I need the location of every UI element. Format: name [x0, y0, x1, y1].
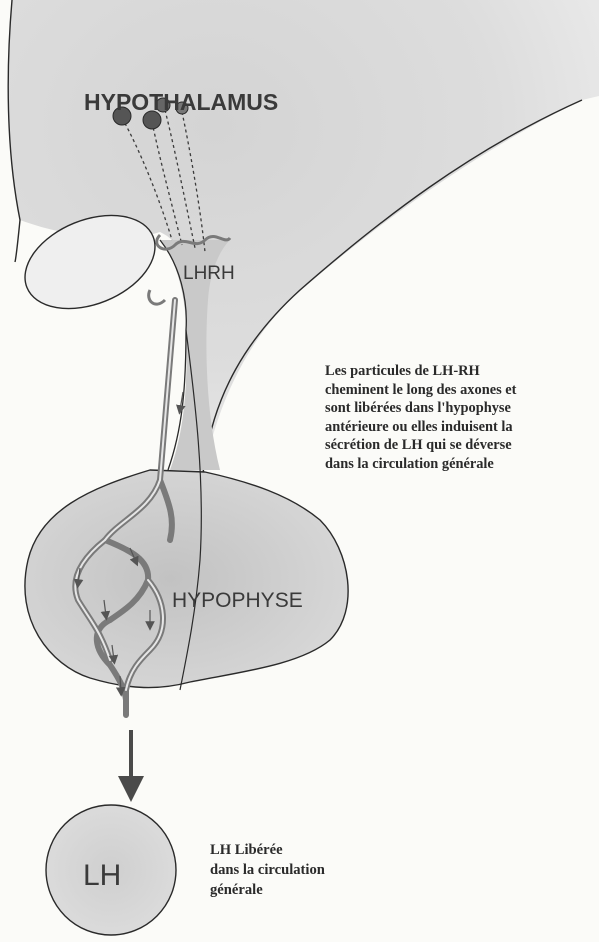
lh-caption: LH Libérée dans la circulation générale [210, 840, 410, 900]
hypophyse-label: HYPOPHYSE [172, 589, 303, 612]
secretion-arrow [118, 730, 144, 802]
lhrh-description: Les particules de LH-RH cheminent le lon… [325, 362, 597, 474]
lh-label: LH [83, 859, 121, 892]
hypothalamus-label: HYPOTHALAMUS [84, 89, 278, 115]
lhrh-label: LHRH [183, 263, 235, 284]
